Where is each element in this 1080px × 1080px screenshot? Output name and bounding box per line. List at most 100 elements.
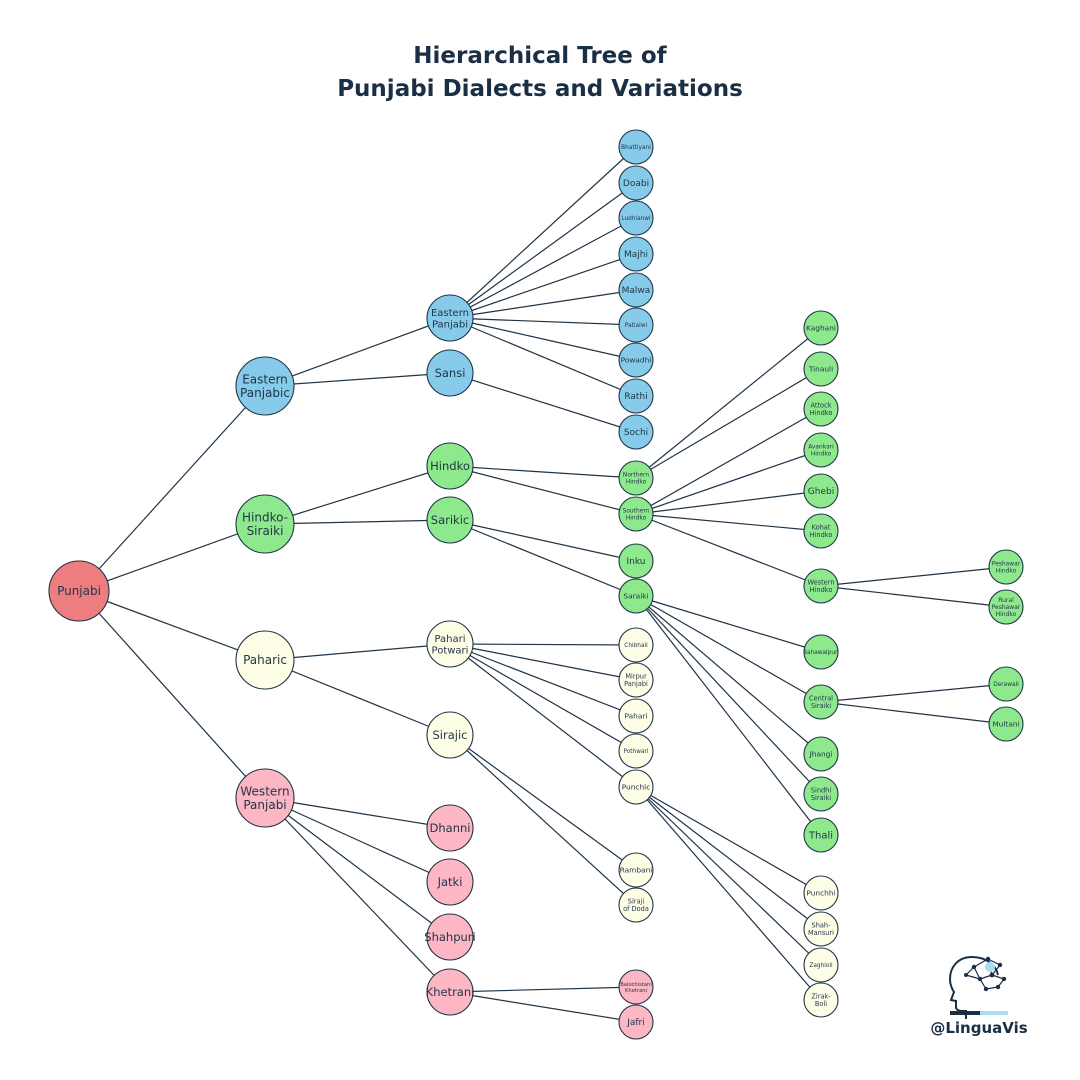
node-derawali: Derawali <box>988 666 1024 702</box>
node-circle <box>426 858 474 906</box>
edge-northern_hindko-kaghani <box>635 327 822 479</box>
node-hindko: Hindko <box>426 442 474 490</box>
node-label: Shahpuri <box>424 930 475 944</box>
edge-eastern_panjabi-rathi <box>449 317 637 397</box>
node-circle <box>618 414 654 450</box>
node-saraiki: Saraiki <box>618 578 654 614</box>
edge-saraiki-jhangi <box>635 595 822 755</box>
node-pothwari: Pothwari <box>618 733 654 769</box>
node-circle <box>803 568 839 604</box>
node-circle <box>426 804 474 852</box>
node-inku: Inku <box>618 543 654 579</box>
node-label: Punchhi <box>806 889 835 898</box>
node-circle <box>618 307 654 343</box>
edge-sarikic-saraiki <box>449 519 637 597</box>
node-label: Bahawalpuri <box>803 650 839 656</box>
edge-eastern_panjabi-doabi <box>449 182 637 319</box>
node-label: Hindko <box>430 459 470 473</box>
node-circle <box>988 666 1024 702</box>
edge-eastern_panjabic-eastern_panjabi <box>264 317 451 387</box>
node-circle <box>988 549 1024 585</box>
edge-central_siraiki-derawali <box>820 683 1007 703</box>
node-label: Rambani <box>620 866 653 875</box>
node-label: Punjabi <box>57 584 101 598</box>
node-circle <box>618 236 654 272</box>
node-label: Derawali <box>993 682 1019 688</box>
node-ludhianwi: Ludhianwi <box>618 200 654 236</box>
node-rambani: Rambani <box>618 852 654 888</box>
node-label: Thali <box>808 831 833 842</box>
edge-southern_hindko-avankari_hindko <box>635 449 822 515</box>
node-circle <box>803 391 839 427</box>
node-punchhi: Punchhi <box>803 875 839 911</box>
node-jafri: Jafri <box>618 1004 654 1040</box>
edge-punjabi-western_panjabi <box>78 590 266 799</box>
edge-punchic-zirak_boli <box>635 786 822 1001</box>
edge-khetrani-jafri <box>449 991 637 1023</box>
node-circle <box>618 543 654 579</box>
node-label: Patialwi <box>625 323 648 329</box>
node-jatki: Jatki <box>426 858 474 906</box>
node-circle <box>618 887 654 923</box>
node-powadhi: Powadhi <box>618 342 654 378</box>
title-line-2: Punjabi Dialects and Variations <box>337 76 743 102</box>
node-zaghloli: Zaghloli <box>803 947 839 983</box>
node-bahawalpuri: Bahawalpuri <box>803 634 839 670</box>
edge-southern_hindko-ghebi <box>635 490 822 515</box>
node-circle <box>618 627 654 663</box>
edge-hindko-northern_hindko <box>449 465 637 479</box>
node-circle <box>618 969 654 1005</box>
edge-sirajic-rambani <box>449 734 637 871</box>
node-circle <box>618 460 654 496</box>
node-circle <box>803 875 839 911</box>
node-circle <box>618 1004 654 1040</box>
node-label: Kaghani <box>806 324 836 333</box>
node-circle <box>803 351 839 387</box>
node-circle <box>618 272 654 308</box>
node-kaghani: Kaghani <box>803 310 839 346</box>
node-circle <box>426 442 474 490</box>
node-circle <box>618 769 654 805</box>
edge-western_hindko-peshawar_hindko <box>820 566 1007 587</box>
author-handle: @LinguaVis <box>930 1019 1028 1037</box>
node-circle <box>426 968 474 1016</box>
node-doabi: Doabi <box>618 165 654 201</box>
edge-punjabi-hindko_siraiki <box>78 523 266 592</box>
edge-hindko-southern_hindko <box>449 465 637 515</box>
node-label: Sarikic <box>431 513 469 527</box>
edge-southern_hindko-attock_hindko <box>635 408 822 515</box>
node-circle <box>235 630 295 690</box>
node-circle <box>618 342 654 378</box>
edge-saraiki-thali <box>635 595 822 836</box>
node-label: Dhanni <box>430 821 471 835</box>
tree-edges <box>78 146 1007 1023</box>
node-shahpuri: Shahpuri <box>424 913 476 961</box>
edge-punchic-shah_mansuri <box>635 786 822 930</box>
node-circle <box>235 494 295 554</box>
node-dhanni: Dhanni <box>426 804 474 852</box>
node-malwa: Malwa <box>618 272 654 308</box>
node-circle <box>235 356 295 416</box>
node-circle <box>618 200 654 236</box>
node-circle <box>803 982 839 1018</box>
edge-northern_hindko-tinauli <box>635 368 822 479</box>
edge-eastern_panjabi-majhi <box>449 253 637 319</box>
node-circle <box>426 349 474 397</box>
